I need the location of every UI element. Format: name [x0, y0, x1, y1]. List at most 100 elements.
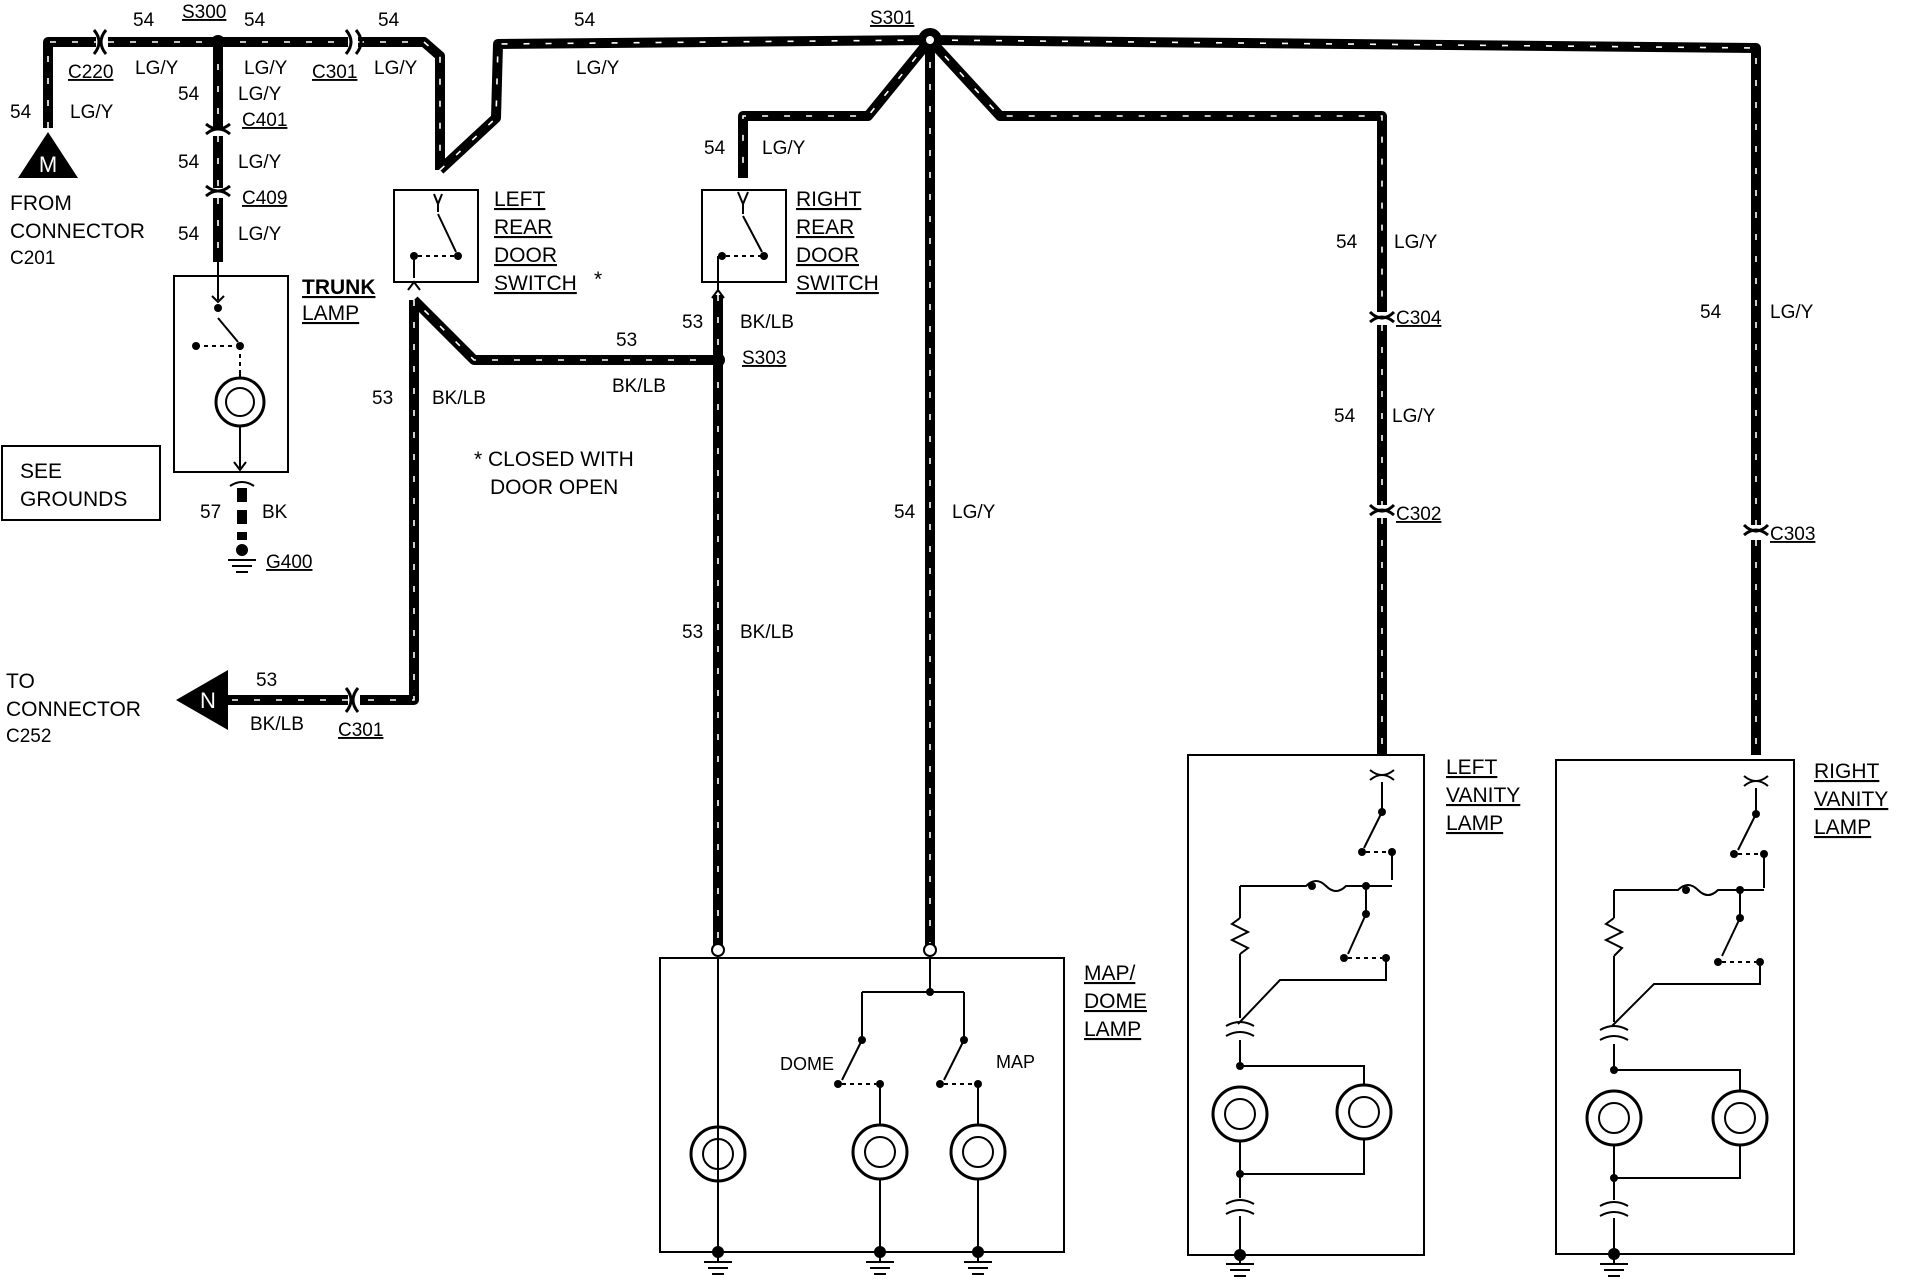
label-bk-lb: BK/LB	[740, 312, 794, 333]
ground-g400-label: G400	[266, 552, 312, 573]
label-lg-y: LG/Y	[238, 84, 282, 105]
wire-top-left	[43, 37, 96, 128]
note-label: DOOR OPEN	[490, 476, 618, 499]
to-label: CONNECTOR	[6, 698, 141, 721]
see-grounds-label: SEE	[20, 460, 62, 483]
label-lg-y: LG/Y	[762, 138, 806, 159]
label-54: 54	[10, 102, 32, 123]
splice-s301-label: S301	[870, 8, 914, 29]
map-dome-lamp-label: LAMP	[1084, 1018, 1141, 1041]
from-label: C201	[10, 248, 55, 269]
left-rear-door-switch-label: REAR	[494, 216, 552, 239]
left-rear-door-switch	[393, 189, 479, 291]
connector-c301-bottom: C301	[338, 720, 383, 741]
label-lg-y: LG/Y	[238, 224, 282, 245]
label-53: 53	[682, 622, 703, 643]
terminal-m: M	[18, 132, 78, 178]
terminal-n: N	[176, 670, 228, 730]
wire-c301-left-switch	[358, 37, 445, 170]
svg-text:N: N	[200, 688, 216, 713]
label-lg-y: LG/Y	[1392, 406, 1436, 427]
left-rear-door-switch-label: DOOR	[494, 244, 557, 267]
right-vanity-lamp-label: VANITY	[1814, 788, 1888, 811]
splices	[211, 28, 942, 367]
label-lg-y: LG/Y	[952, 502, 996, 523]
to-label: TO	[6, 670, 35, 693]
splice-s303-label: S303	[742, 348, 786, 369]
label-53: 53	[256, 670, 277, 691]
connector-labels: C220 S300 C301 S301 C401 C409 S303 C304 …	[68, 2, 1815, 741]
right-rear-door-switch-label: REAR	[796, 216, 854, 239]
wire-s301-right-switch	[738, 36, 934, 178]
label-lg-y: LG/Y	[374, 58, 418, 79]
label-lg-y: LG/Y	[135, 58, 179, 79]
splice-s303	[711, 353, 725, 367]
connector-c302: C302	[1396, 504, 1441, 525]
connector-c220: C220	[68, 62, 113, 83]
map-dome-lamp	[659, 943, 1065, 1275]
label-54: 54	[1700, 302, 1722, 323]
connector-c409: C409	[242, 188, 287, 209]
wire-left-switch-n	[360, 300, 419, 705]
map-switch-label: MAP	[996, 1052, 1035, 1072]
trunk-lamp-label: LAMP	[302, 302, 359, 325]
to-label: C252	[6, 726, 51, 747]
wire-top-to-s301	[436, 35, 931, 174]
from-label: CONNECTOR	[10, 220, 145, 243]
see-grounds-label: GROUNDS	[20, 488, 127, 511]
svg-text:M: M	[39, 152, 57, 177]
right-vanity-lamp	[1555, 759, 1795, 1277]
label-54: 54	[133, 10, 155, 31]
right-rear-door-switch	[701, 189, 787, 299]
left-rear-door-switch-star: *	[594, 268, 602, 291]
label-53: 53	[616, 330, 637, 351]
connector-c303: C303	[1770, 524, 1815, 545]
right-vanity-lamp-label: RIGHT	[1814, 760, 1880, 783]
right-rear-door-switch-label: RIGHT	[796, 188, 862, 211]
wire-s301-right-long	[929, 35, 1761, 525]
label-54: 54	[1334, 406, 1356, 427]
label-bk-lb: BK/LB	[740, 622, 794, 643]
right-rear-door-switch-label: DOOR	[796, 244, 859, 267]
label-bk-lb: BK/LB	[612, 376, 666, 397]
label-54: 54	[894, 502, 916, 523]
map-dome-lamp-label: MAP/	[1084, 962, 1136, 985]
right-rear-door-switch-label: SWITCH	[796, 272, 879, 295]
connector-c401: C401	[242, 110, 287, 131]
label-53: 53	[682, 312, 703, 333]
label-54: 54	[1336, 232, 1358, 253]
trunk-lamp-label: TRUNK	[302, 276, 376, 299]
left-vanity-lamp-label: LEFT	[1446, 756, 1498, 779]
label-lg-y: LG/Y	[1770, 302, 1814, 323]
label-lg-y: LG/Y	[1394, 232, 1438, 253]
ground-g400	[228, 544, 256, 573]
map-dome-lamp-label: DOME	[1084, 990, 1147, 1013]
see-grounds-box	[1, 445, 161, 521]
component-labels: FROM CONNECTOR C201 TRUNK LAMP LEFT REAR…	[6, 188, 1888, 1074]
wire-s303-left-switch	[410, 296, 718, 365]
right-vanity-lamp-label: LAMP	[1814, 816, 1871, 839]
wire-s301-left-vanity	[926, 36, 1387, 312]
left-vanity-lamp-label: LAMP	[1446, 812, 1503, 835]
splice-s300-label: S300	[182, 2, 226, 23]
label-54: 54	[178, 152, 200, 173]
label-57: 57	[200, 502, 221, 523]
label-lg-y: LG/Y	[244, 58, 288, 79]
label-lg-y: LG/Y	[576, 58, 620, 79]
label-54: 54	[178, 224, 200, 245]
label-lg-y: LG/Y	[238, 152, 282, 173]
label-53: 53	[372, 388, 393, 409]
left-vanity-lamp	[1187, 754, 1425, 1277]
splice-s300	[211, 35, 225, 49]
left-rear-door-switch-label: LEFT	[494, 188, 546, 211]
connector-c301-top: C301	[312, 62, 357, 83]
label-bk-lb: BK/LB	[250, 714, 304, 735]
from-label: FROM	[10, 192, 72, 215]
label-54: 54	[574, 10, 596, 31]
label-lg-y: LG/Y	[70, 102, 114, 123]
label-54: 54	[378, 10, 400, 31]
connector-symbols	[92, 29, 1770, 713]
left-rear-door-switch-label: SWITCH	[494, 272, 577, 295]
dome-switch-label: DOME	[780, 1054, 834, 1074]
label-54: 54	[704, 138, 726, 159]
